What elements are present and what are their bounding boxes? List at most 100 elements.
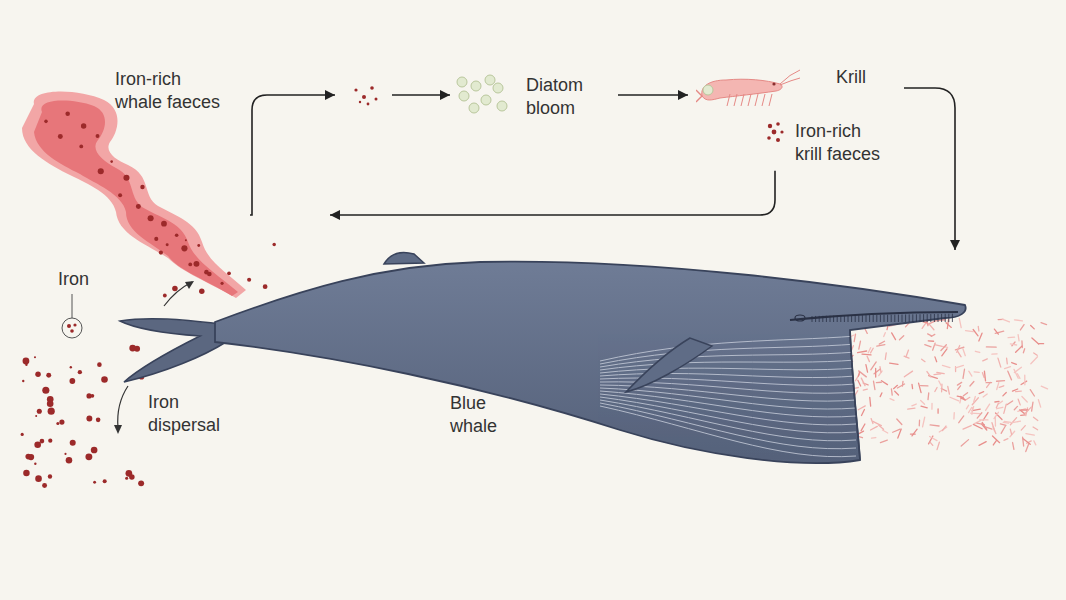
krill-stroke (966, 331, 974, 332)
krill-stroke (910, 433, 915, 434)
baleen-plate (819, 316, 820, 322)
iron-dot (37, 409, 42, 414)
krill-leg (748, 94, 751, 106)
krill-stroke (994, 329, 998, 334)
krill-stroke (893, 429, 900, 432)
iron-dot (188, 263, 192, 267)
iron-dots (44, 112, 223, 285)
pleat-line (600, 403, 856, 449)
baleen-plate (840, 316, 841, 322)
iron-dot (140, 185, 144, 189)
krill-stroke (871, 348, 874, 353)
krill-stroke (882, 430, 887, 433)
iron-dot (70, 366, 72, 368)
krill-stroke (1030, 390, 1034, 396)
iron-dot (767, 136, 771, 140)
krill-stroke (854, 387, 858, 389)
krill-stroke (897, 384, 904, 388)
krill-stroke (965, 397, 970, 400)
node-label: Diatom bloom (526, 74, 608, 121)
dispersal-arrow (118, 386, 128, 428)
krill-stroke (892, 333, 896, 340)
iron-dot (247, 278, 251, 282)
iron-dot (197, 244, 200, 247)
iron-dot (175, 233, 179, 237)
pleat-line (600, 352, 856, 367)
krill-stroke (950, 397, 959, 401)
baleen-plate (891, 315, 892, 322)
krill-stroke (1016, 346, 1022, 352)
krill-leg (762, 94, 765, 106)
krill-leg (734, 94, 737, 106)
iron-dot (154, 237, 158, 241)
krill-stroke (858, 406, 865, 410)
baleen-plate (826, 316, 827, 322)
krill-stroke (895, 391, 899, 395)
krill-stroke (862, 410, 865, 416)
iron-dot (98, 168, 104, 174)
iron-dot (48, 439, 52, 443)
krill-stroke (1003, 393, 1006, 396)
krill-stroke (904, 371, 912, 377)
krill-stroke (977, 413, 982, 418)
iron-dot (59, 419, 64, 424)
baleen (812, 314, 952, 322)
krill-stroke (963, 426, 971, 430)
krill-stroke (890, 399, 894, 401)
krill-stroke (855, 391, 858, 395)
baleen-plate (934, 314, 935, 322)
pleat-line (600, 368, 856, 373)
krill-stroke (925, 345, 931, 347)
krill-stroke (1004, 421, 1011, 422)
iron-dot (58, 134, 63, 139)
krill-stroke (1002, 319, 1009, 322)
krill-stroke (998, 358, 1001, 367)
baleen-plate (930, 314, 931, 322)
whale-body (215, 262, 966, 464)
baleen-plate (920, 314, 921, 322)
iron-dot (780, 130, 783, 133)
iron-dot (148, 215, 154, 221)
krill-stroke (963, 348, 965, 355)
krill-stroke (1041, 323, 1047, 325)
krill-stroke (974, 371, 979, 373)
krill-stroke (927, 372, 931, 377)
krill-stroke (866, 365, 868, 373)
baleen-plate (902, 315, 903, 323)
krill-body (702, 79, 782, 100)
krill-stroke (1032, 338, 1039, 344)
krill-stroke (937, 442, 939, 449)
diatom-node: Diatom bloom (456, 74, 608, 121)
krill-stroke (891, 389, 893, 395)
krill-stroke (957, 382, 961, 385)
krill-stroke (1017, 374, 1020, 379)
krill-stroke (871, 426, 878, 430)
krill-stroke (941, 345, 946, 351)
krill-stroke (982, 373, 984, 378)
whale-fluke (120, 319, 226, 382)
krill-stroke (1020, 325, 1024, 330)
plume-dark (34, 101, 238, 296)
krill-stroke (927, 393, 929, 400)
baleen-plate (869, 315, 870, 322)
iron-dot (97, 362, 102, 367)
krill-stroke (1001, 426, 1005, 433)
krill-stroke (992, 353, 997, 355)
krill-stroke (942, 349, 947, 356)
krill-stroke (978, 326, 980, 331)
krill-stroke (1008, 337, 1014, 339)
krill-stroke (1013, 443, 1014, 450)
krill-stroke (884, 333, 886, 337)
krill-stroke (880, 393, 882, 397)
krill-stroke (873, 421, 881, 425)
iron-dot (42, 483, 47, 488)
iron-dot (163, 294, 167, 298)
iron-dot (35, 415, 37, 417)
krill-stroke (1017, 335, 1019, 341)
node-label: Krill (836, 66, 896, 89)
krill-stroke (862, 353, 871, 355)
iron-dot (96, 418, 101, 423)
krill-stroke (1006, 358, 1008, 364)
flow-arrow (904, 88, 955, 250)
